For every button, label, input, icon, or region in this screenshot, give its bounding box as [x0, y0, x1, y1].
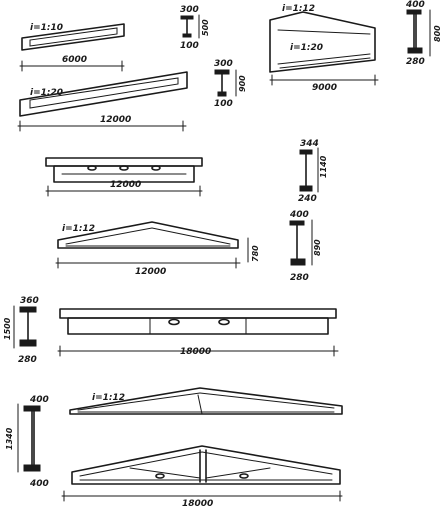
section-s3-height: 800 [433, 25, 442, 42]
section-s7-bottom: 400 [29, 479, 49, 489]
beam-18000-pitched: i=1:12 18000 [61, 387, 343, 509]
beam-6000-slope-1-10: i=1:10 6000 [19, 23, 125, 72]
beam-12000-slope-1-20: i=1:20 12000 [17, 71, 188, 132]
section-s2: 300 900 100 [214, 59, 247, 109]
beam-9000-double-pitch: i=1:12 i=1:20 9000 [269, 4, 379, 93]
section-s4-height: 1140 [319, 155, 328, 178]
section-s5-bottom: 280 [290, 273, 309, 283]
span-label-b3: 9000 [312, 83, 337, 93]
section-s5-side: 780 [251, 245, 260, 262]
span-label-b1: 6000 [62, 55, 87, 65]
slope-label-b5: i=1:12 [62, 224, 95, 234]
section-s1-top: 300 [180, 5, 199, 15]
section-s4: 344 1140 240 [298, 139, 328, 204]
section-s5-height: 890 [313, 239, 322, 256]
span-label-b7: 18000 [182, 499, 213, 509]
slope-label-b2: i=1:20 [30, 88, 63, 98]
section-s7-height: 1340 [5, 427, 14, 450]
section-s1-height: 500 [201, 19, 210, 36]
section-s6-bottom: 280 [18, 355, 37, 365]
beam-18000-parallel: 18000 [57, 308, 339, 357]
span-label-b5: 12000 [135, 267, 166, 277]
section-s6-height: 1500 [3, 317, 12, 340]
beam-12000-pitched: i=1:12 12000 780 [55, 221, 260, 277]
section-s5: 400 890 280 [289, 210, 322, 283]
slope-label-b3-bottom: i=1:20 [290, 43, 323, 53]
section-s6-top: 360 [20, 296, 39, 306]
section-s4-bottom: 240 [298, 194, 317, 204]
section-s7: 400 1340 400 [5, 395, 49, 489]
span-label-b2: 12000 [100, 115, 131, 125]
section-s2-height: 900 [238, 75, 247, 92]
span-label-b4: 12000 [110, 180, 141, 190]
section-s1-bottom: 100 [180, 41, 199, 51]
beam-12000-parallel: 12000 [45, 157, 203, 197]
slope-label-b3-top: i=1:12 [282, 4, 315, 14]
section-s2-top: 300 [214, 59, 233, 69]
span-label-b6: 18000 [180, 347, 211, 357]
section-s5-top: 400 [289, 210, 309, 220]
section-s3: 400 800 280 [405, 0, 442, 67]
section-s3-top: 400 [405, 0, 425, 10]
section-s6: 360 1500 280 [3, 296, 39, 365]
slope-label-b7: i=1:12 [92, 393, 125, 403]
section-s2-bottom: 100 [214, 99, 233, 109]
section-s1: 300 500 100 [180, 5, 210, 51]
section-s7-top: 400 [29, 395, 49, 405]
section-s4-top: 344 [300, 139, 319, 149]
section-s3-bottom: 280 [406, 57, 425, 67]
slope-label-b1: i=1:10 [30, 23, 63, 33]
